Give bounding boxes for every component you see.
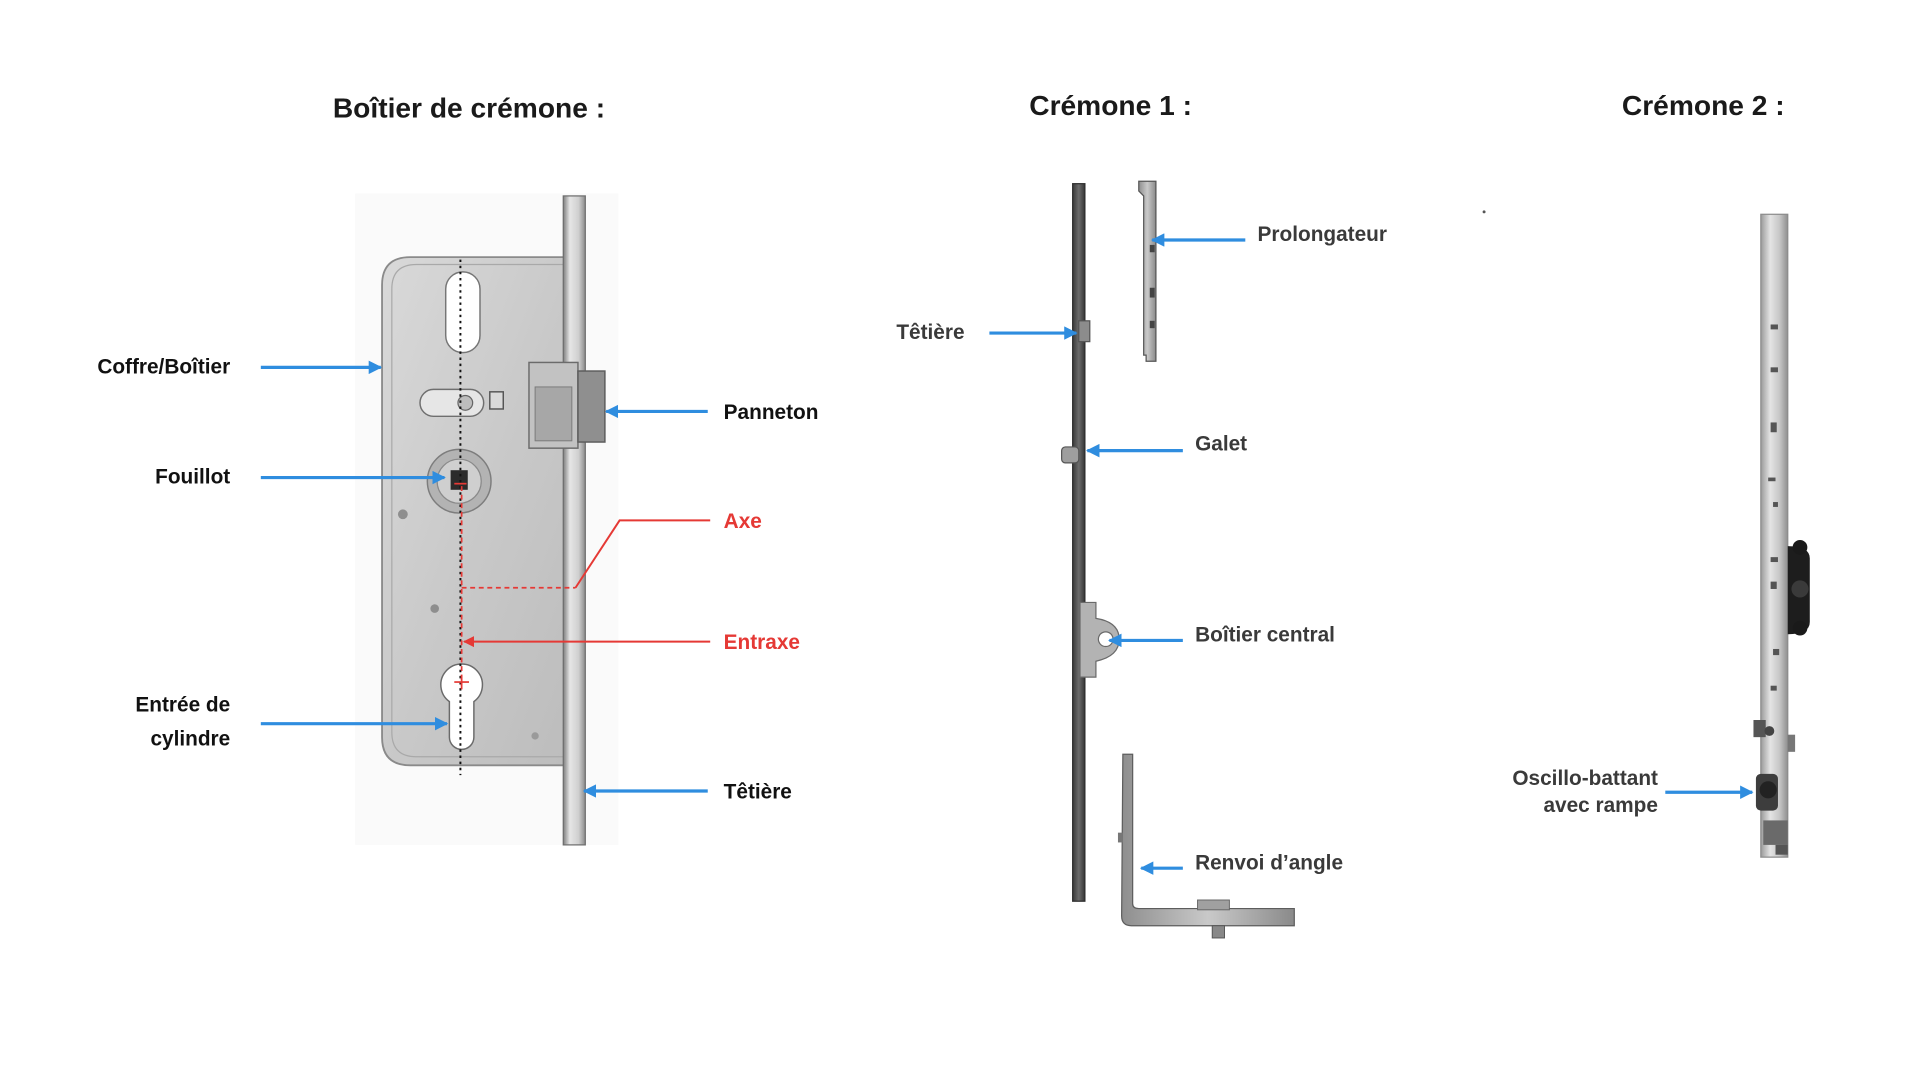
corner-drive [1117,753,1295,939]
cremone-1-illustration [1061,180,1295,939]
tetiere-label: Têtière [724,780,792,803]
oscillo-label-line1: Oscillo-battant [1512,767,1658,790]
slot-screw [457,394,474,411]
case-cover-edge [391,263,576,758]
cremone-2-illustration [1753,213,1810,858]
main-rod [1072,183,1086,902]
screw-hole [531,732,539,740]
coffre-label: Coffre/Boîtier [97,355,230,378]
top-slot [444,271,481,354]
middle-slot [419,388,485,418]
cremone-1-section: Crémone 1 : Prolongateur [896,90,1387,939]
galet-roller [1061,446,1080,464]
prolongateur-label: Prolongateur [1258,223,1387,246]
oscillo-label-line2: avec rampe [1543,794,1657,817]
cremone-2-title: Crémone 2 : [1622,90,1785,121]
panneton-label: Panneton [724,401,819,424]
screw-hole [397,509,408,520]
boitier-central-label: Boîtier central [1195,624,1335,647]
tetiere-stud [1078,320,1091,343]
screw-hole [430,604,439,613]
extension-rod [1138,180,1157,362]
axe-label: Axe [724,510,762,533]
galet-label: Galet [1195,433,1247,456]
stray-mark [1482,210,1486,214]
rod-holes [1768,324,1780,691]
lock-case-illustration [381,195,606,846]
axe-leader-line [574,519,711,589]
measurement-lines [454,482,576,690]
tilt-turn-rod [1760,213,1789,858]
cremone-1-tetiere-label: Têtière [896,321,964,344]
renvoi-angle-label: Renvoi d’angle [1195,851,1343,874]
square-hole [489,391,504,410]
lock-case-title: Boîtier de crémone : [333,93,605,124]
fouillot-label: Fouillot [155,466,230,489]
entree-label-line2: cylindre [150,728,230,751]
faceplate [562,195,586,846]
lock-case-section: Boîtier de crémone : [97,93,819,846]
cylinder-center-cross [454,674,469,690]
entraxe-label: Entraxe [724,631,800,654]
entree-label-line1: Entrée de [135,693,230,716]
follower-hub [426,448,492,514]
case-body [381,256,577,767]
cylinder-hole [440,663,484,751]
cremone-2-section: Crémone 2 : [1482,90,1810,858]
tilt-turn-ramp-hardware [1753,720,1796,855]
bolt [528,361,606,449]
cremone-1-title: Crémone 1 : [1029,90,1192,121]
gearbox-mechanism [1787,540,1810,636]
